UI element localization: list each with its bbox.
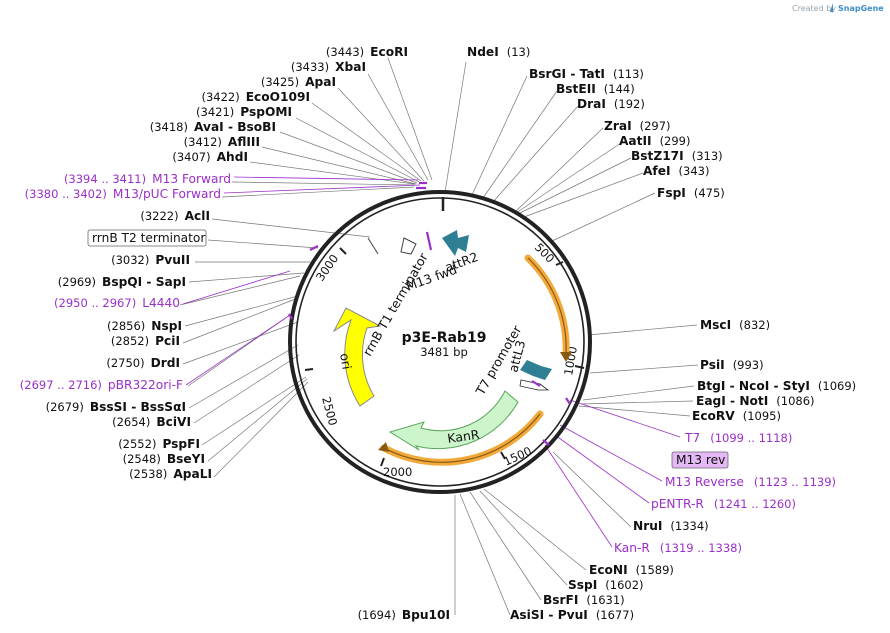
enzyme-label-msci: MscI(832) [700, 318, 770, 332]
enzyme-label-asisi-pvui: AsiSI - PvuI(1677) [510, 608, 634, 622]
primer-label-m13-puc-forward: (3380 .. 3402)M13/pUC Forward [25, 187, 221, 201]
primer-label-m13-forward: (3394 .. 3411)M13 Forward [64, 172, 231, 186]
enzyme-label-nspi: (2856)NspI [107, 319, 182, 333]
enzyme-label-nrui: NruI(1334) [633, 519, 709, 533]
enzyme-label-apali: (2538)ApaLI [129, 467, 212, 481]
primer-labels-right: T7(1099 .. 1118) M13 Reverse(1123 .. 113… [614, 431, 836, 555]
attl3-arrow [520, 360, 552, 380]
primer-label-pentr-r: pENTR-R(1241 .. 1260) [651, 497, 796, 511]
enzyme-label-drai: DraI(192) [577, 97, 645, 111]
kanr-arrow [388, 390, 519, 451]
orf-arc-bottom-head [378, 442, 389, 452]
leader-lines [179, 57, 699, 616]
enzyme-label-pvuii: (3032)PvuII [111, 253, 190, 267]
m13-rev-box [671, 451, 729, 469]
tick-label-2000: 2000 [383, 465, 412, 479]
enzyme-label-ecoo109i: (3422)EcoO109I [201, 90, 310, 104]
tick-label-2500: 2500 [319, 395, 340, 427]
rrnb-t1-terminator-icon [367, 237, 417, 255]
plasmid-name: p3E-Rab19 [402, 330, 487, 346]
enzyme-label-bsteii: BstEII(144) [556, 82, 635, 96]
primer-label-kan-r: Kan-R(1319 .. 1338) [614, 541, 742, 555]
primer-label-t7: T7(1099 .. 1118) [684, 431, 792, 445]
enzyme-label-ndei: NdeI(13) [467, 45, 530, 59]
snapgene-brand: SnapGene [838, 4, 884, 13]
rrnb-t2-terminator-label: rrnB T2 terminator [92, 231, 206, 245]
enzyme-label-bsrfi: BsrFI(1631) [543, 593, 625, 607]
created-by-text: Created by [792, 4, 836, 13]
primer-labels-left: (3394 .. 3411)M13 Forward (3380 .. 3402)… [20, 172, 231, 392]
attr2-arrow [442, 230, 469, 256]
orf-arc-right-head [560, 352, 572, 362]
rrnb-t2-terminator-box [87, 229, 207, 247]
kanr-label: KanR [446, 427, 480, 446]
enzyme-label-bspqi-sapi: (2969)BspQI - SapI [58, 275, 186, 289]
enzyme-label-avai-bsobi: (3418)AvaI - BsoBI [150, 120, 276, 134]
enzyme-label-bsrgi-tati: BsrGI - TatI(113) [529, 67, 644, 81]
enzyme-label-afei: AfeI(343) [643, 164, 709, 178]
enzyme-label-aatii: AatII(299) [619, 134, 691, 148]
enzyme-labels-left: (3443)EcoRI (3433)XbaI (3425)ApaI (3422)… [46, 45, 408, 481]
ori-arrow [332, 307, 382, 407]
enzyme-label-pspomi: (3421)PspOMI [196, 105, 292, 119]
enzyme-label-pcii: (2852)PciI [111, 334, 180, 348]
enzyme-label-ecorv: EcoRV(1095) [692, 409, 781, 423]
enzyme-label-xbai: (3433)XbaI [291, 60, 366, 74]
ori-label: ori [337, 352, 355, 371]
enzyme-label-afliii: (3412)AflIII [184, 135, 260, 149]
primer-label-l4440: (2950 .. 2967)L4440 [54, 296, 180, 310]
enzyme-label-acli: (3222)AclI [140, 209, 210, 223]
enzyme-label-ecori: (3443)EcoRI [326, 45, 408, 59]
enzyme-label-sspi: SspI(1602) [568, 578, 644, 592]
enzyme-label-ahdi: (3407)AhdI [172, 150, 248, 164]
plasmid-inner-ring [295, 197, 585, 487]
snapgene-logo-icon [830, 3, 833, 12]
enzyme-label-fspi: FspI(475) [657, 186, 725, 200]
plasmid-backbone [288, 190, 592, 494]
enzyme-labels-right: NdeI(13) BsrGI - TatI(113) BstEII(144) D… [467, 45, 856, 622]
enzyme-label-bsssi: (2679)BssSI - BssSαI [46, 400, 186, 414]
enzyme-label-bstz17i: BstZ17I(313) [631, 149, 723, 163]
enzyme-label-eagi-noti: EagI - NotI(1086) [696, 394, 815, 408]
enzyme-label-bcivi: (2654)BciVI [112, 415, 191, 429]
enzyme-label-drdi: (2750)DrdI [106, 356, 180, 370]
enzyme-label-btgi-ncoi-styi: BtgI - NcoI - StyI(1069) [697, 379, 856, 393]
enzyme-label-econi: EcoNI(1589) [589, 563, 674, 577]
primer-marks [288, 181, 571, 446]
primer-leader-lines [182, 176, 681, 548]
enzyme-label-bpu10i: (1694)Bpu10I [358, 608, 450, 622]
orf-arc-right [524, 254, 570, 358]
enzyme-label-psii: PsiI(993) [700, 358, 764, 372]
plasmid-length: 3481 bp [420, 345, 468, 359]
primer-label-m13-reverse: M13 Reverse(1123 .. 1139) [665, 475, 836, 489]
enzyme-label-apai: (3425)ApaI [261, 75, 336, 89]
enzyme-label-pspfi: (2552)PspFI [118, 437, 200, 451]
position-ticks [304, 247, 585, 467]
primer-label-pbr322ori-f: (2697 .. 2716)pBR322ori-F [20, 378, 183, 392]
m13-rev-label: M13 rev [676, 453, 725, 467]
enzyme-label-zrai: ZraI(297) [604, 119, 671, 133]
enzyme-label-bseyi: (2548)BseYI [123, 452, 205, 466]
